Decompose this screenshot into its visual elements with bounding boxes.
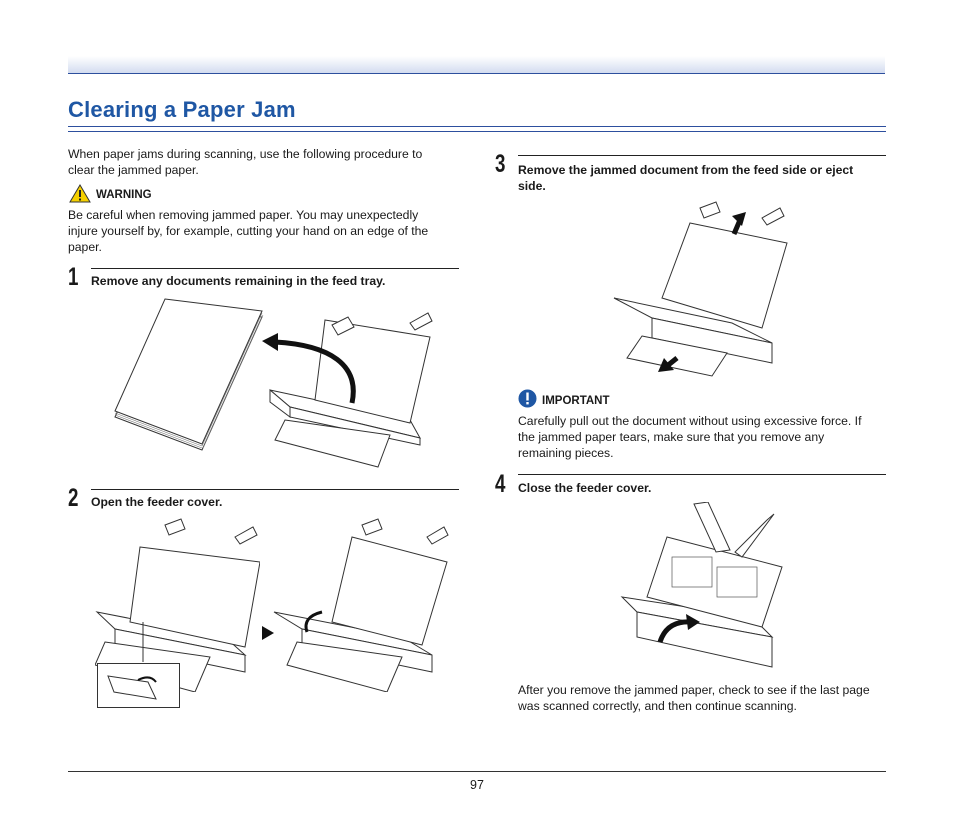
page-title: Clearing a Paper Jam — [68, 97, 296, 122]
important-line: Carefully pull out the document without … — [518, 414, 862, 428]
closing-line: After you remove the jammed paper, check… — [518, 683, 870, 697]
step-rule — [518, 155, 886, 156]
footer-rule — [68, 771, 886, 772]
step-number: 4 — [495, 470, 506, 498]
closing-line: was scanned correctly, and then continue… — [518, 699, 797, 713]
open-cover-illustration — [95, 518, 260, 692]
step-text: Remove the jammed document from the feed… — [518, 163, 854, 177]
intro-line: When paper jams during scanning, use the… — [68, 147, 423, 161]
page-number: 97 — [470, 778, 484, 792]
important-line: the jammed paper tears, make sure that y… — [518, 430, 825, 444]
title-rule — [68, 126, 886, 127]
exclamation-circle-icon — [518, 389, 537, 408]
step-text: Close the feeder cover. — [518, 481, 652, 495]
step-number: 2 — [68, 484, 79, 512]
opened-cover-illustration — [273, 518, 449, 692]
important-label: IMPORTANT — [542, 395, 610, 407]
warning-line: injure yourself by, for example, cutting… — [68, 224, 429, 238]
remove-jammed-document-illustration — [613, 201, 788, 377]
step-rule — [91, 489, 459, 490]
zoom-inset — [97, 663, 180, 708]
important-line: remaining pieces. — [518, 446, 614, 460]
close-cover-illustration — [620, 502, 783, 668]
pull-lever-icon — [107, 675, 157, 700]
header-band — [68, 56, 885, 74]
next-arrow-icon — [262, 626, 274, 640]
warning-line: Be careful when removing jammed paper. Y… — [68, 208, 419, 222]
step-number: 3 — [495, 150, 506, 178]
step-rule — [91, 268, 459, 269]
step-rule — [518, 474, 886, 475]
title-rule — [68, 131, 886, 132]
warning-line: paper. — [68, 240, 102, 254]
step-text: side. — [518, 179, 546, 193]
step-text: Remove any documents remaining in the fe… — [91, 274, 386, 288]
remove-documents-illustration — [114, 298, 433, 468]
warning-triangle-icon — [69, 184, 91, 203]
step-text: Open the feeder cover. — [91, 495, 223, 509]
step-number: 1 — [68, 263, 79, 291]
intro-line: clear the jammed paper. — [68, 163, 199, 177]
warning-label: WARNING — [96, 189, 152, 201]
